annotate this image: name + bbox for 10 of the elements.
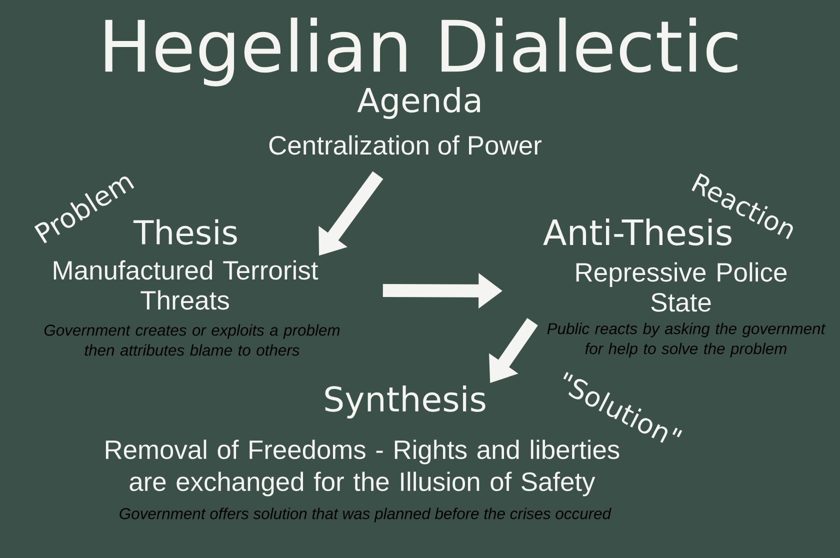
- heading: Agenda: [357, 87, 480, 119]
- heading: Thesis: [133, 219, 237, 245]
- note: Public reacts by asking the government for help to solve the problem: [547, 322, 826, 358]
- note: Government offers solution that was planned before the crises occured: [120, 508, 612, 522]
- description: Manufactured Terrorist Threats: [54, 260, 318, 310]
- description: Centralization of Power: [269, 135, 542, 155]
- note: Government creates or exploits a problem then attributes blame to others: [44, 324, 340, 356]
- heading: Synthesis: [325, 386, 486, 418]
- title: Hegelian Dialectic: [105, 18, 738, 86]
- description: Repressive Police State: [576, 262, 787, 312]
